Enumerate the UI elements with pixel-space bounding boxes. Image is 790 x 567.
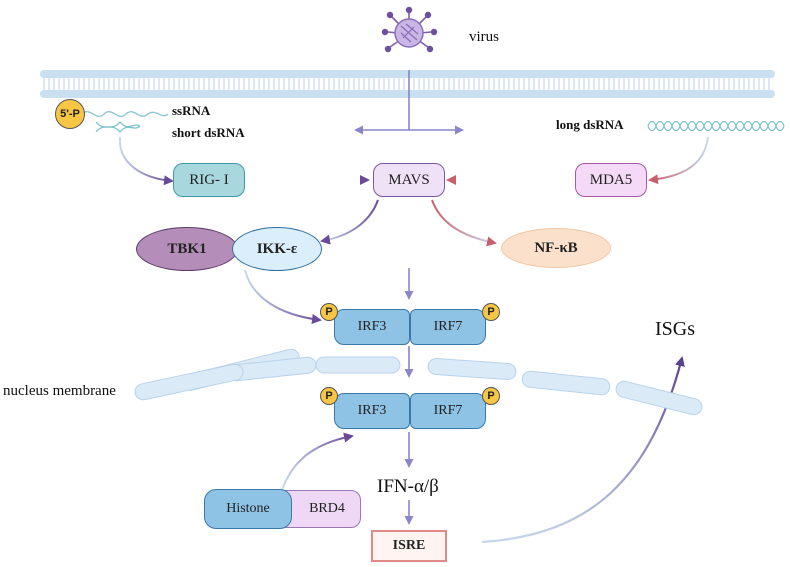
- phospho-label: P: [325, 390, 333, 402]
- mda5-node: MDA5: [575, 163, 647, 197]
- phospho-badge-irf7-top: P: [482, 303, 500, 321]
- nucleus-membrane-left: [134, 363, 244, 401]
- isre-label: ISRE: [392, 538, 426, 553]
- tbk1-node: TBK1: [136, 227, 238, 271]
- isgs-label: ISGs: [655, 318, 696, 340]
- phospho-badge-irf3-bottom: P: [320, 387, 338, 405]
- arrow-ikke-to-irf3: [244, 269, 322, 324]
- phospho-label: P: [325, 306, 333, 318]
- long-dsrna-helix: [647, 120, 785, 132]
- irf3-top-node: IRF3: [334, 309, 410, 345]
- ikk-e-label: IKK-ε: [256, 240, 298, 257]
- ssrna-label: ssRNA: [172, 103, 211, 118]
- irf3-top-label: IRF3: [357, 319, 387, 334]
- virus-label: virus: [469, 29, 499, 45]
- mavs-node: MAVS: [373, 163, 445, 197]
- cell-membrane: [40, 70, 775, 98]
- nf-kb-node: NF-κB: [501, 228, 611, 268]
- brd4-label: BRD4: [309, 501, 345, 516]
- mavs-label: MAVS: [388, 171, 430, 188]
- long-dsrna-label: long dsRNA: [556, 117, 624, 132]
- arrow-dsrna-to-mda5: [648, 136, 709, 185]
- irf7-bottom-node: IRF7: [410, 393, 486, 429]
- nucleus-membrane-label: nucleus membrane: [3, 383, 116, 399]
- short-dsrna-helix: [95, 120, 141, 134]
- virus-icon: [381, 6, 438, 53]
- arrow-mavs-to-ikke: [320, 199, 379, 245]
- irf7-top-node: IRF7: [410, 309, 486, 345]
- short-dsrna-label: short dsRNA: [172, 125, 245, 140]
- ifn-label: IFN-α/β: [377, 476, 439, 497]
- ikk-e-node: IKK-ε: [232, 227, 322, 271]
- nf-kb-label: NF-κB: [534, 239, 578, 256]
- irf7-top-label: IRF7: [433, 319, 463, 334]
- irf7-bottom-label: IRF7: [433, 403, 463, 418]
- tbk1-label: TBK1: [167, 240, 207, 257]
- irf3-bottom-label: IRF3: [357, 403, 387, 418]
- phospho-label: P: [487, 306, 495, 318]
- five-prime-phosphate-badge: 5'-P: [55, 99, 85, 129]
- rig-i-label: RIG- I: [189, 171, 229, 188]
- membrane-signal-arrow: [354, 70, 464, 135]
- histone-label: Histone: [226, 501, 270, 516]
- five-prime-label: 5'-P: [60, 108, 80, 120]
- arrow-histone-to-irf3: [281, 432, 354, 491]
- arrow-mavs-to-nfkb: [431, 199, 497, 247]
- ssrna-strand: [81, 111, 169, 117]
- phospho-badge-irf3-top: P: [320, 303, 338, 321]
- phospho-badge-irf7-bottom: P: [482, 387, 500, 405]
- phospho-label: P: [487, 390, 495, 402]
- mda5-label: MDA5: [589, 171, 633, 188]
- irf3-bottom-node: IRF3: [334, 393, 410, 429]
- isre-node: ISRE: [371, 530, 447, 562]
- arrow-dsrna-to-rigi: [118, 136, 174, 186]
- histone-node: Histone: [204, 489, 292, 529]
- rig-i-node: RIG- I: [173, 163, 245, 197]
